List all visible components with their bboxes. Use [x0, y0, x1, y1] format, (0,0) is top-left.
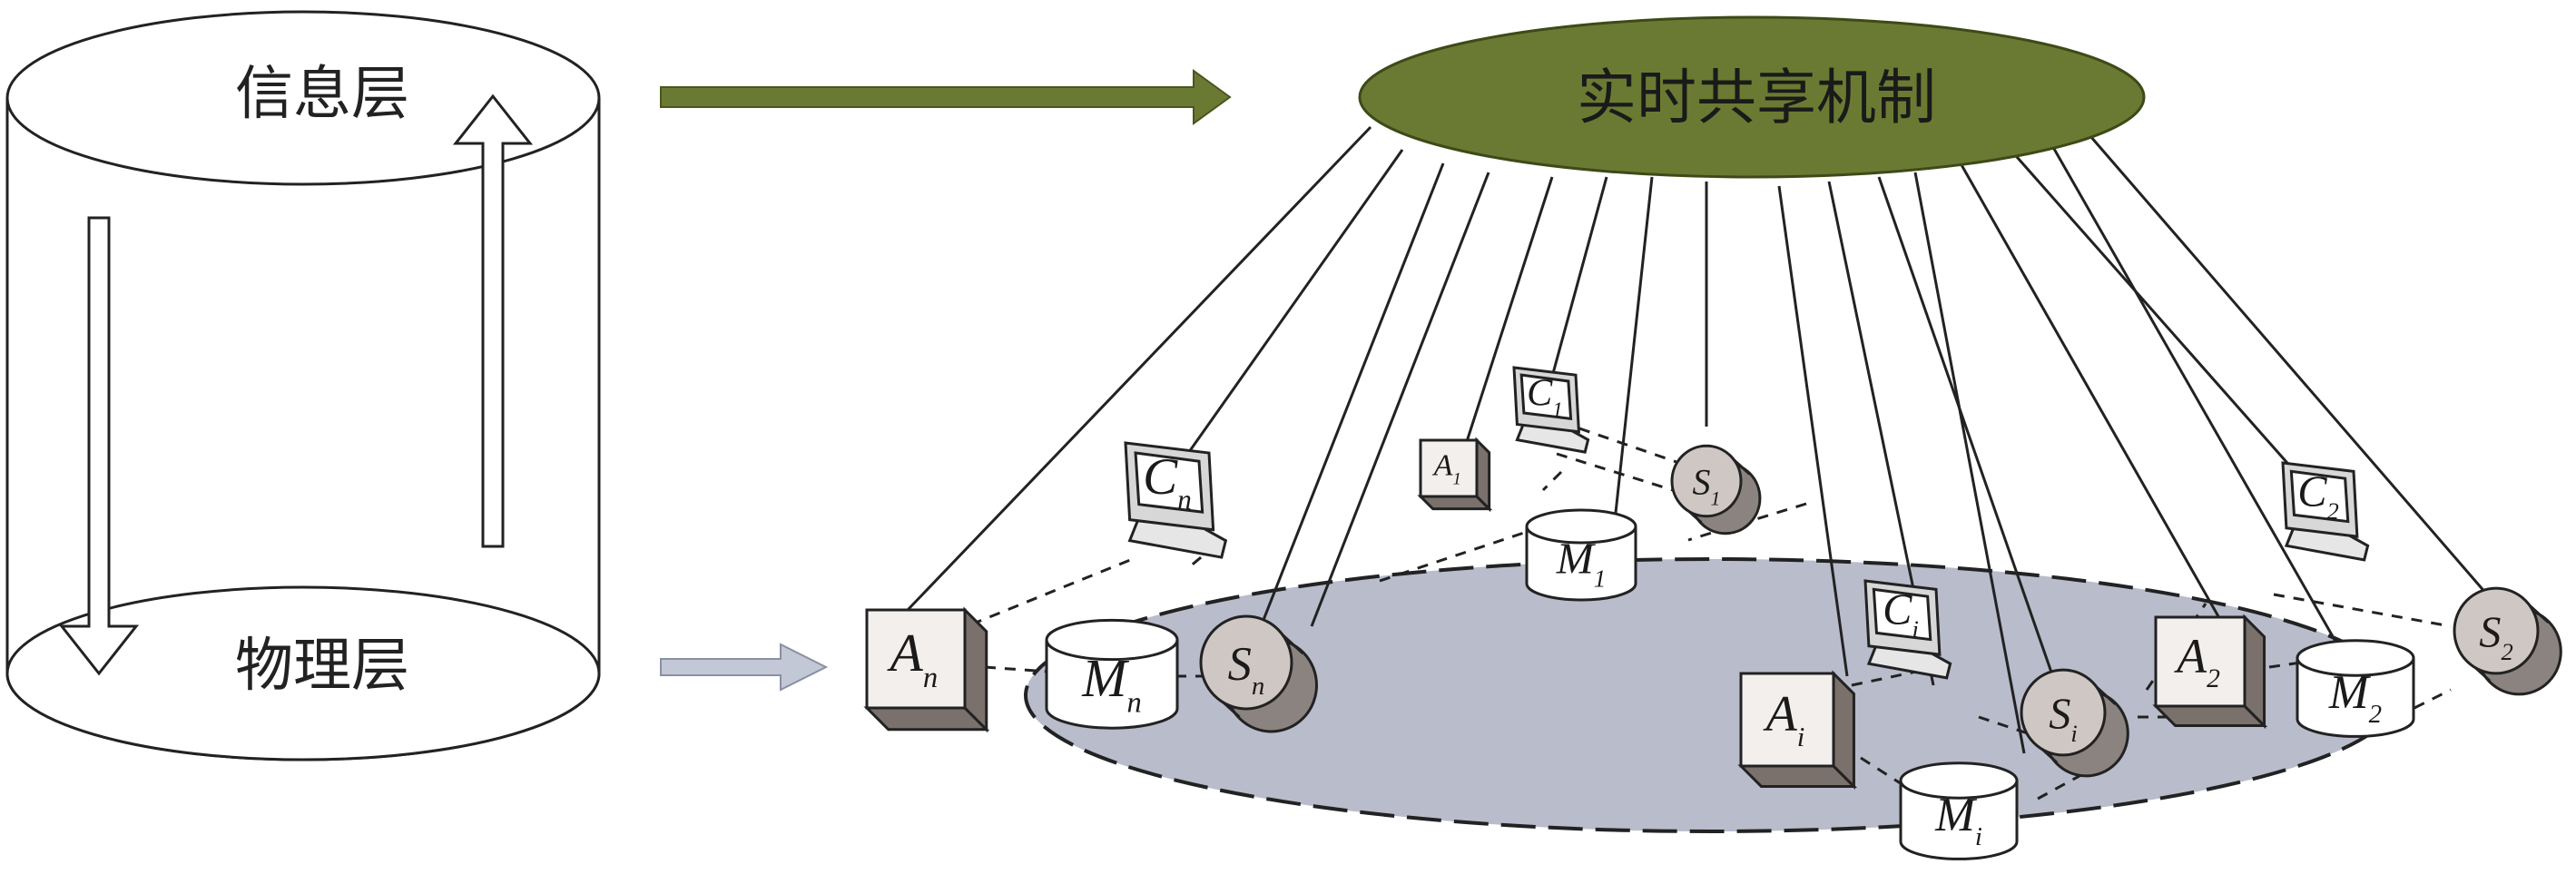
actuator-i-icon: Ai: [1737, 670, 1858, 791]
controller-n-icon: Cn: [1124, 441, 1228, 559]
device-label: Si: [2049, 690, 2078, 746]
sensor-one-icon: S1: [1670, 444, 1762, 535]
device-label: C2: [2297, 467, 2339, 525]
device-label: S2: [2479, 608, 2512, 664]
device-label: Ci: [1883, 585, 1919, 643]
blue-arrow-icon: [660, 643, 829, 692]
device-label: S1: [1693, 461, 1721, 509]
down-arrow-icon: [58, 216, 140, 676]
device-label: Cn: [1143, 448, 1192, 516]
device-label: A2: [2174, 629, 2220, 693]
green-arrow-icon: [660, 69, 1232, 125]
actuator-two-icon: A2: [2152, 614, 2268, 730]
controller-i-icon: Ci: [1863, 579, 1952, 680]
connection-lines: [906, 122, 2489, 754]
info-layer-ellipse: [5, 10, 601, 186]
controller-two-icon: C2: [2281, 461, 2370, 562]
sensor-n-icon: Sn: [1199, 614, 1318, 733]
device-label: M1: [1556, 534, 1607, 593]
controller-one-icon: C1: [1512, 366, 1590, 454]
device-label: M2: [2328, 666, 2382, 729]
mechanism-label: 实时共享机制: [1577, 63, 1936, 133]
memory-one-icon: M1: [1525, 508, 1637, 602]
sensor-i-icon: Si: [2020, 668, 2129, 778]
device-label: Ai: [1763, 686, 1805, 752]
device-label: Mi: [1934, 789, 1982, 851]
actuator-n-icon: An: [863, 606, 990, 733]
up-arrow-icon: [452, 93, 534, 548]
device-label: Mn: [1081, 648, 1141, 720]
device-label: An: [887, 623, 939, 694]
memory-n-icon: Mn: [1045, 618, 1179, 730]
realtime-sharing-mechanism: [1358, 15, 2146, 179]
memory-i-icon: Mi: [1899, 761, 2019, 860]
physical-layer-label: 物理层: [235, 633, 409, 700]
device-label: A1: [1432, 448, 1461, 488]
physical-layer-ellipse: [5, 585, 601, 761]
actuator-one-icon: A1: [1417, 437, 1493, 513]
device-label: C1: [1527, 371, 1563, 422]
sensor-two-icon: S2: [2453, 586, 2562, 696]
layer-cylinder: 信息层 物理层: [5, 10, 601, 761]
info-layer-label: 信息层: [235, 61, 409, 128]
memory-two-icon: M2: [2296, 639, 2415, 738]
device-label: Sn: [1228, 638, 1265, 701]
